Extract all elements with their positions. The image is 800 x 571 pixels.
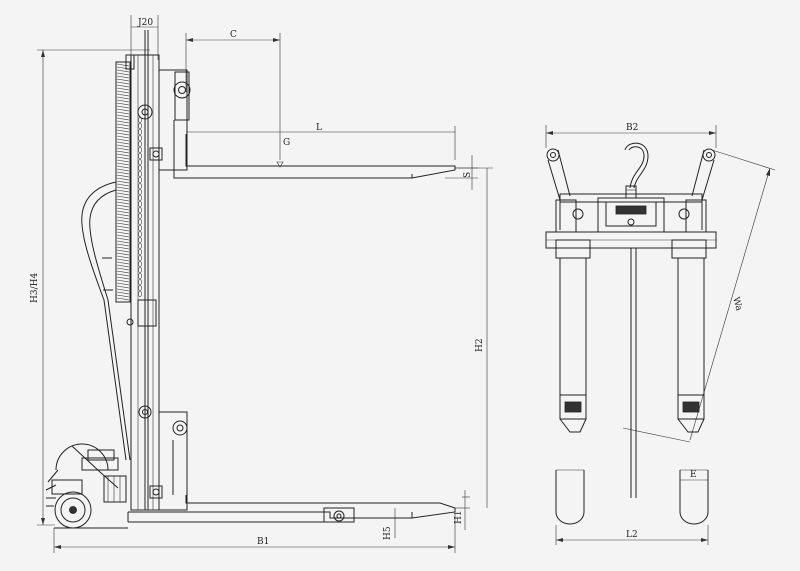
center-of-gravity-g: G — [276, 138, 290, 168]
tiller-handle — [81, 181, 131, 461]
side-view: H3/H4 J20 C L G — [30, 15, 493, 553]
dimension-e: E — [680, 470, 708, 481]
dimension-label-h2: H2 — [475, 338, 485, 352]
dimension-b2: B2 — [545, 123, 717, 148]
dimension-label-b1: B1 — [257, 537, 269, 547]
mast — [130, 30, 160, 511]
dimension-h3h4: H3/H4 — [30, 49, 150, 526]
fork-lowered — [127, 495, 456, 523]
front-mast-top — [546, 148, 716, 233]
dimension-l2: L2 — [555, 525, 709, 545]
lower-carriage — [126, 299, 188, 511]
steering-wheel — [45, 469, 128, 529]
dimension-h2: H2 — [455, 167, 493, 508]
dimension-j20: J20 — [130, 15, 159, 60]
fork-left-front — [555, 258, 587, 525]
dimension-label-wa: Wa — [730, 296, 744, 313]
dimension-label-s: S — [463, 172, 473, 178]
dimension-l: L — [186, 123, 456, 160]
dimension-label-l: L — [316, 123, 322, 133]
fork-raised — [173, 134, 456, 179]
dimension-label-e: E — [690, 470, 697, 480]
dimension-h5: H5 — [383, 508, 396, 540]
dimension-label-c: C — [230, 30, 237, 40]
fork-carriage — [137, 69, 191, 171]
dimension-label-g: G — [283, 138, 290, 148]
dimension-b1: B1 — [53, 515, 456, 553]
dimension-label-j20: J20 — [137, 18, 153, 28]
dimension-s: S — [445, 155, 478, 190]
dimension-label-h1: H1 — [454, 510, 464, 524]
dimension-label-h5: H5 — [383, 526, 393, 540]
dimension-label-h3h4: H3/H4 — [30, 273, 40, 303]
chain — [138, 117, 142, 297]
pump-assembly — [55, 443, 127, 503]
fork-right-front — [677, 258, 709, 525]
dimension-label-b2: B2 — [626, 123, 638, 133]
front-view: B2 Wa — [545, 123, 776, 545]
dimension-c: C — [185, 30, 281, 160]
front-handle — [624, 142, 649, 199]
dimension-label-l2: L2 — [626, 530, 638, 540]
dimension-h1: H1 — [454, 490, 470, 530]
front-crossbar — [545, 231, 717, 498]
